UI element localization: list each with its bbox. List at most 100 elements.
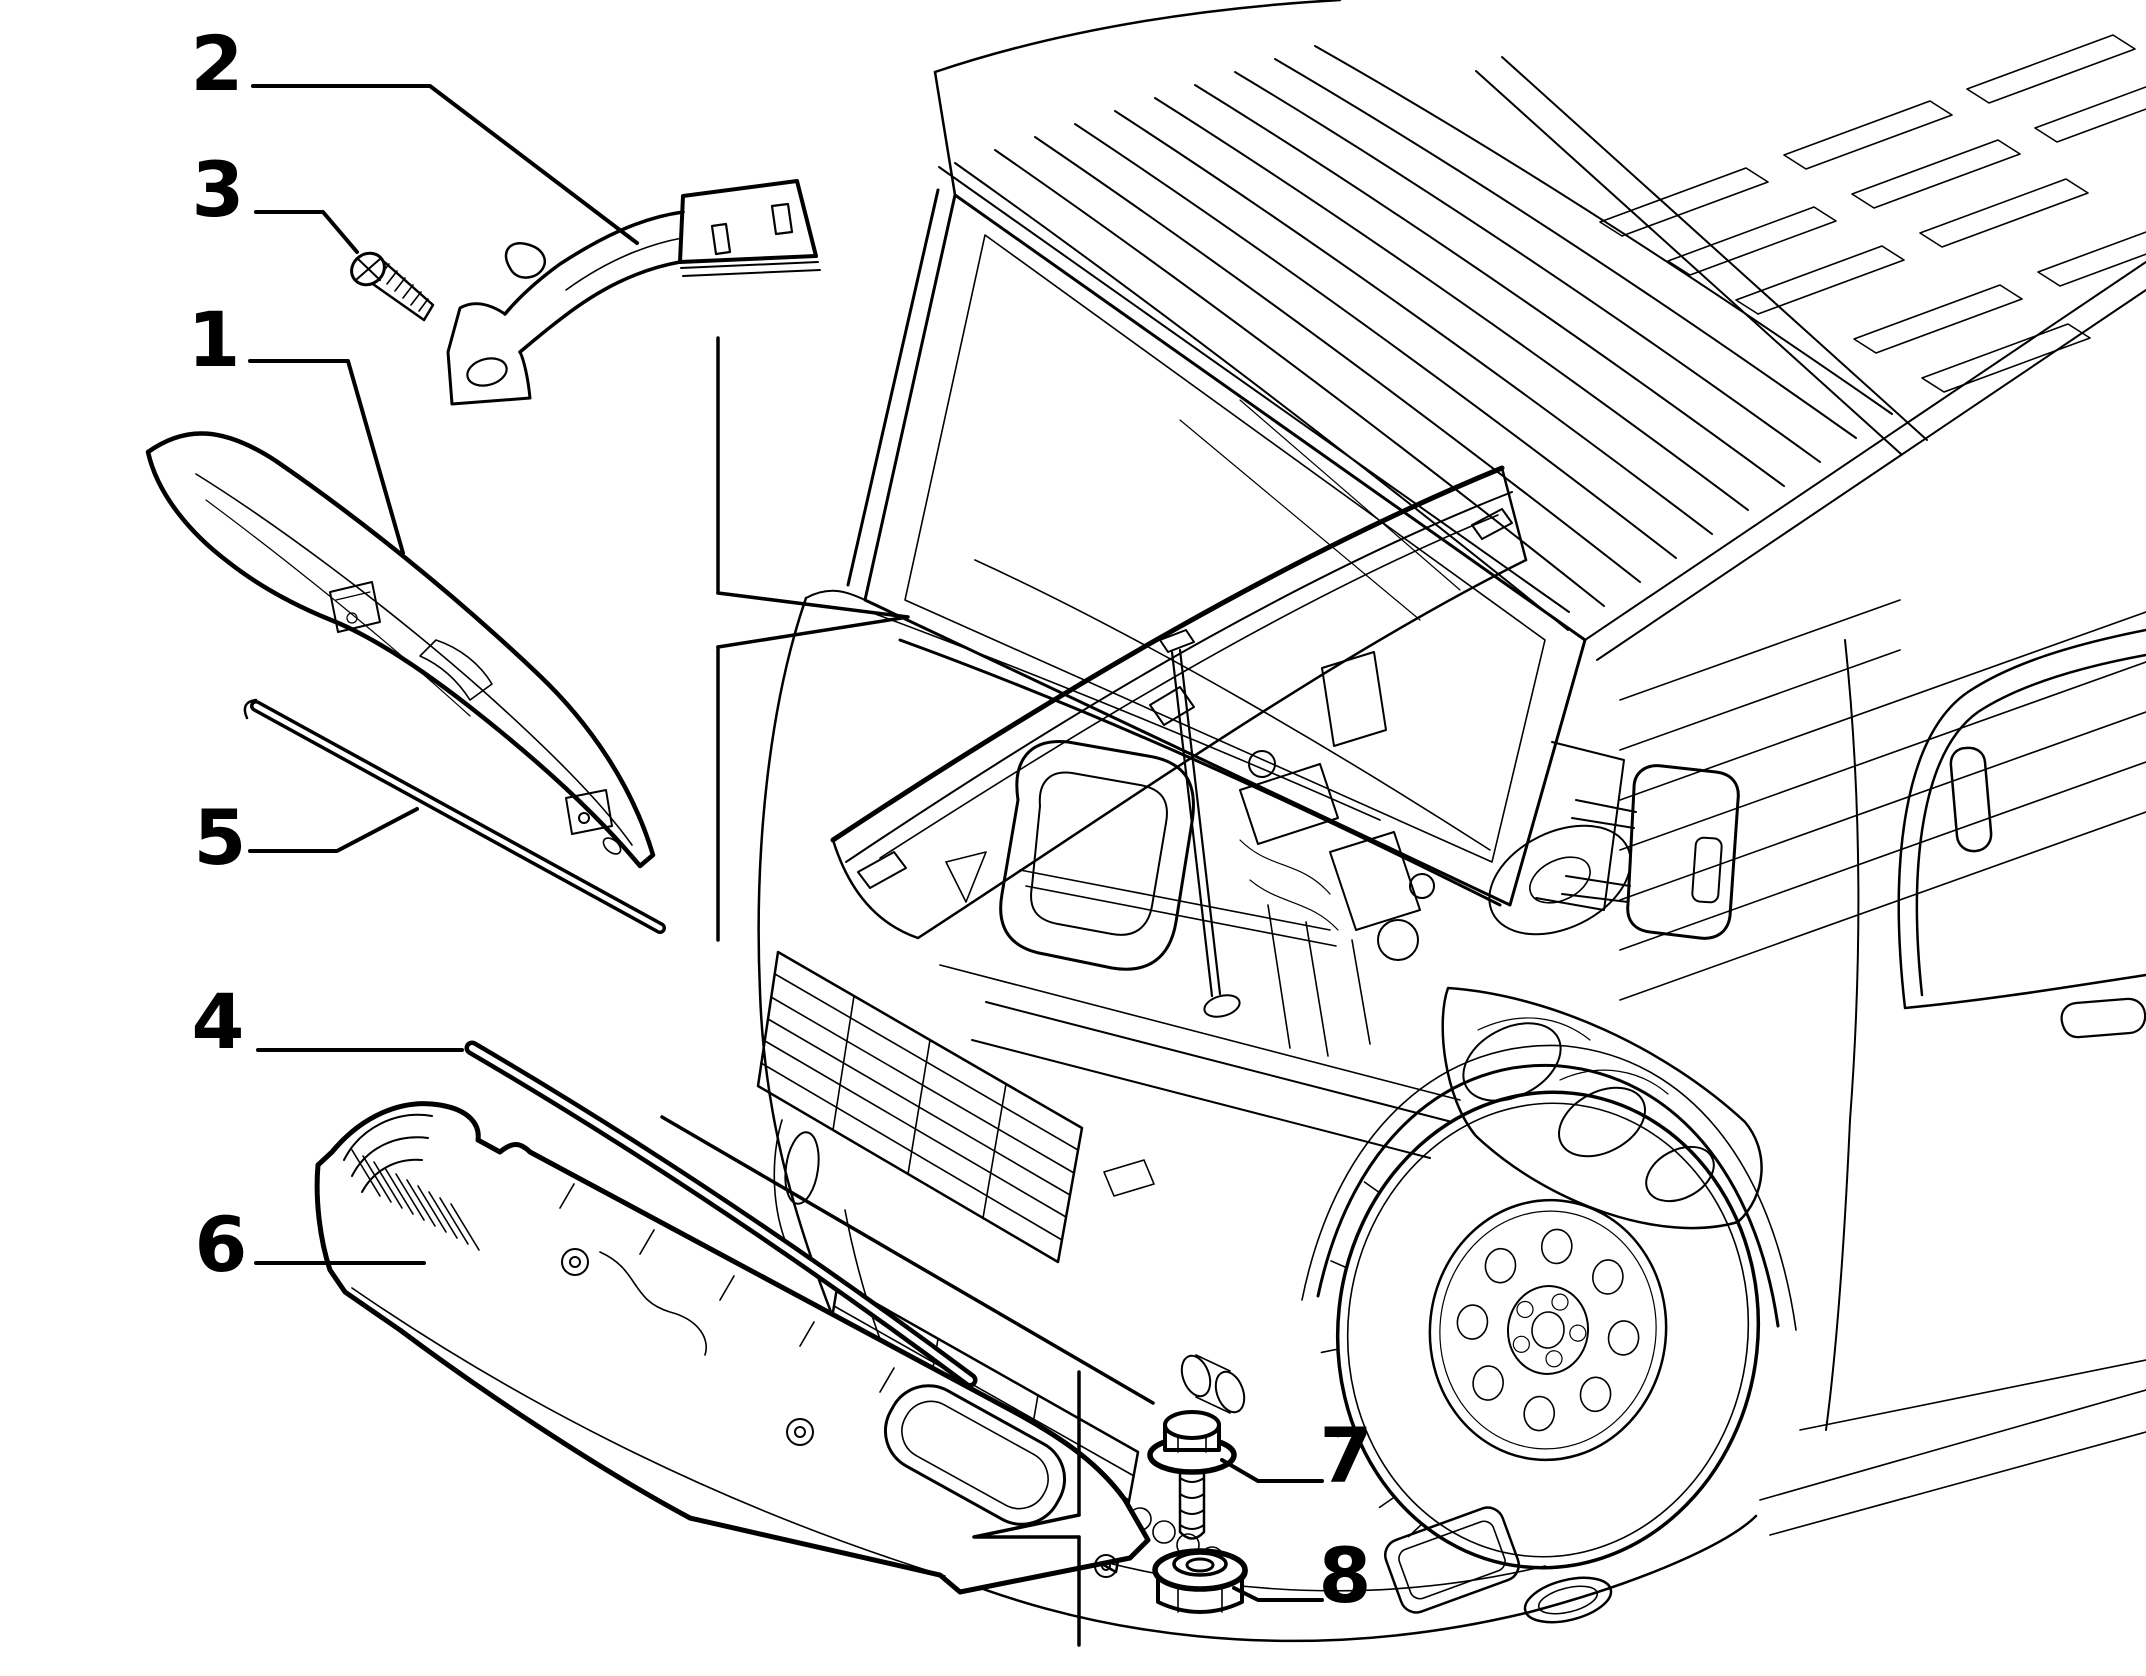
headlight-outline xyxy=(1441,986,1763,1230)
rim-holes xyxy=(1456,1228,1640,1432)
van-front-wheel xyxy=(1301,1044,1797,1570)
callout-label-4: 4 xyxy=(192,977,245,1066)
left-light-arc xyxy=(773,1119,789,1249)
open-hood-latch xyxy=(1149,686,1195,726)
bolt-head-facets xyxy=(1177,1435,1207,1453)
tow-eye-outer xyxy=(1523,1576,1613,1624)
part-2-hinge-bracket xyxy=(446,179,821,406)
hood-prop-rod xyxy=(1170,648,1222,998)
hood-latch-recess xyxy=(419,639,493,701)
leader-2 xyxy=(251,84,639,245)
part-1-hood-panel xyxy=(145,431,656,869)
leader-3 xyxy=(254,210,359,254)
bumper-lower-edge xyxy=(910,1514,1758,1643)
cowl-wiper-line xyxy=(898,638,1502,907)
steering-rim xyxy=(1488,824,1632,936)
lug-nuts xyxy=(1512,1293,1587,1368)
fog-lamp xyxy=(1383,1506,1521,1614)
tire-sidewall xyxy=(1346,1102,1750,1558)
headlight-lens-3 xyxy=(1645,1145,1715,1203)
open-hood-hinge-cups xyxy=(857,508,1513,889)
dashboard-line xyxy=(974,559,1491,851)
rim-outer xyxy=(1428,1198,1668,1462)
locator-diagonal xyxy=(660,1115,1155,1405)
leader-5 xyxy=(248,807,419,853)
screw-threads xyxy=(378,263,429,312)
wiper-arms xyxy=(1019,869,1337,947)
side-mirror xyxy=(1535,741,1740,940)
part-7-bolt xyxy=(1147,1410,1237,1540)
bay-frame-lines xyxy=(971,1001,1453,1159)
leader-1 xyxy=(248,359,405,555)
prop-rod-foot xyxy=(1203,994,1241,1018)
window-pillar-detail xyxy=(1949,746,1993,853)
bracket-curl-hook xyxy=(504,241,546,279)
part-5-seal-strip xyxy=(243,698,666,934)
windshield-frame-inner xyxy=(904,234,1546,863)
air-duct-ring-inner xyxy=(1030,771,1168,936)
van-body-side xyxy=(1619,599,2146,1536)
tire-outer xyxy=(1335,1090,1761,1570)
steering-wheel xyxy=(1488,824,1632,936)
horn-body xyxy=(1195,1354,1231,1414)
cowl-scroll-arcs xyxy=(343,1113,433,1193)
callout-label-2: 2 xyxy=(191,19,244,108)
tread-ticks xyxy=(1320,1181,1423,1538)
cowl-screw-bosses xyxy=(561,1248,1118,1578)
rim-inner xyxy=(1439,1210,1657,1450)
headlight-lenses xyxy=(1462,1022,1715,1203)
roof-seam xyxy=(1475,56,1928,455)
strip5-hook xyxy=(243,698,258,720)
callout-labels: 2 3 1 5 4 6 7 8 xyxy=(188,19,1373,1620)
lower-body-lines xyxy=(1759,1359,2146,1536)
mirror-bracket xyxy=(1535,741,1625,911)
callout-label-1: 1 xyxy=(188,295,241,384)
bracket-arm xyxy=(503,210,685,354)
cowl-bottom-inner-line xyxy=(351,1287,946,1577)
bolt-head-top xyxy=(1163,1410,1221,1440)
cowl-oval-inner xyxy=(901,1400,1049,1510)
locator-arrow-lower xyxy=(972,1513,1081,1539)
grille-upper-dividers xyxy=(832,995,1007,1219)
leader-8 xyxy=(1232,1586,1324,1602)
side-panel-lines xyxy=(1619,599,2146,1001)
glass-reflections xyxy=(1179,399,1461,621)
part-8-nut xyxy=(1152,1548,1248,1614)
headlight-inner-arcs xyxy=(1477,1017,1669,1095)
cowl-vent-hatch xyxy=(351,1149,480,1251)
hood-hinge-right xyxy=(565,789,613,835)
hub xyxy=(1506,1285,1590,1375)
horn-cylinder xyxy=(1180,1354,1246,1414)
bracket-flange xyxy=(680,261,821,277)
screw-head-cross xyxy=(356,257,381,281)
mirror-housing xyxy=(1626,764,1740,940)
hood-outline xyxy=(145,431,656,869)
van-roof xyxy=(933,0,2146,661)
fog-lamp-inner xyxy=(1398,1520,1506,1600)
callout-label-8: 8 xyxy=(1319,1531,1372,1620)
callout-label-7: 7 xyxy=(1320,1411,1373,1500)
engine-wires xyxy=(1239,839,1339,931)
headlight-lens-2 xyxy=(1558,1086,1646,1158)
wheel-arch xyxy=(1316,1063,1780,1328)
hood-hinge-left-detail xyxy=(335,591,371,624)
roof-left-edge xyxy=(933,0,1342,74)
headlight-lens-1 xyxy=(1462,1022,1562,1102)
leader-7 xyxy=(1220,1458,1324,1483)
van-windshield xyxy=(846,188,1632,947)
door-handle xyxy=(2060,997,2146,1039)
hood-hinge-left xyxy=(329,581,381,633)
engine-pipes xyxy=(1267,904,1371,1057)
roof-ribs xyxy=(954,45,1893,631)
open-hood-top-inner xyxy=(845,491,1513,863)
cowl-mid-wave xyxy=(599,1251,707,1356)
open-hood-ends xyxy=(831,466,1528,940)
screw-shank xyxy=(368,257,435,322)
open-hood-contour xyxy=(879,514,1499,859)
silhouette-cowl-join xyxy=(805,589,866,601)
radiator-triangle xyxy=(945,851,987,903)
hood-tip-oval xyxy=(602,837,622,855)
bracket-foot-hole xyxy=(466,357,508,387)
